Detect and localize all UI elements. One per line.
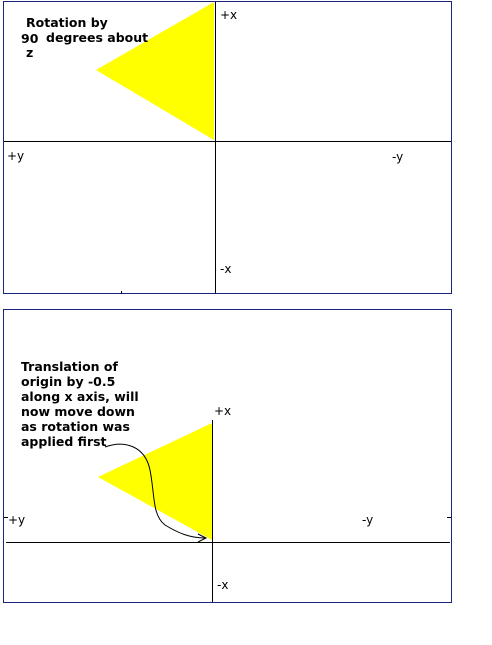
label-plus-y: +y — [7, 149, 24, 163]
caption-line-3: along x axis, will — [21, 389, 139, 404]
triangle-shape — [96, 2, 214, 140]
label-minus-y: -y — [392, 150, 403, 164]
label-minus-x: -x — [217, 578, 228, 592]
caption-line-2: origin by -0.5 — [21, 374, 115, 389]
caption-line-6: applied first — [21, 434, 107, 449]
triangle-shape — [98, 423, 212, 540]
caption-degrees: degrees about — [46, 30, 148, 45]
caption-angle: 90 — [21, 31, 39, 46]
panel-frame — [3, 309, 452, 603]
caption-rotation: Rotation by — [26, 15, 108, 30]
label-minus-y: -y — [362, 513, 373, 527]
pointer-curve — [104, 443, 206, 539]
caption-line-1: Translation of — [21, 359, 118, 374]
panel-rotation: Rotation by 90 degrees about z +x -x +y … — [3, 1, 452, 294]
label-minus-x: -x — [220, 262, 231, 276]
label-plus-y: +y — [8, 513, 25, 527]
caption-axis: z — [26, 45, 33, 60]
label-plus-x: +x — [214, 404, 231, 418]
panel-translation: Translation of origin by -0.5 along x ax… — [3, 309, 452, 603]
panel-frame — [3, 1, 452, 294]
pointer-arrowhead — [197, 533, 208, 543]
label-plus-x: +x — [220, 8, 237, 22]
caption-line-5: as rotation was — [21, 419, 130, 434]
caption-line-4: now move down — [21, 404, 135, 419]
